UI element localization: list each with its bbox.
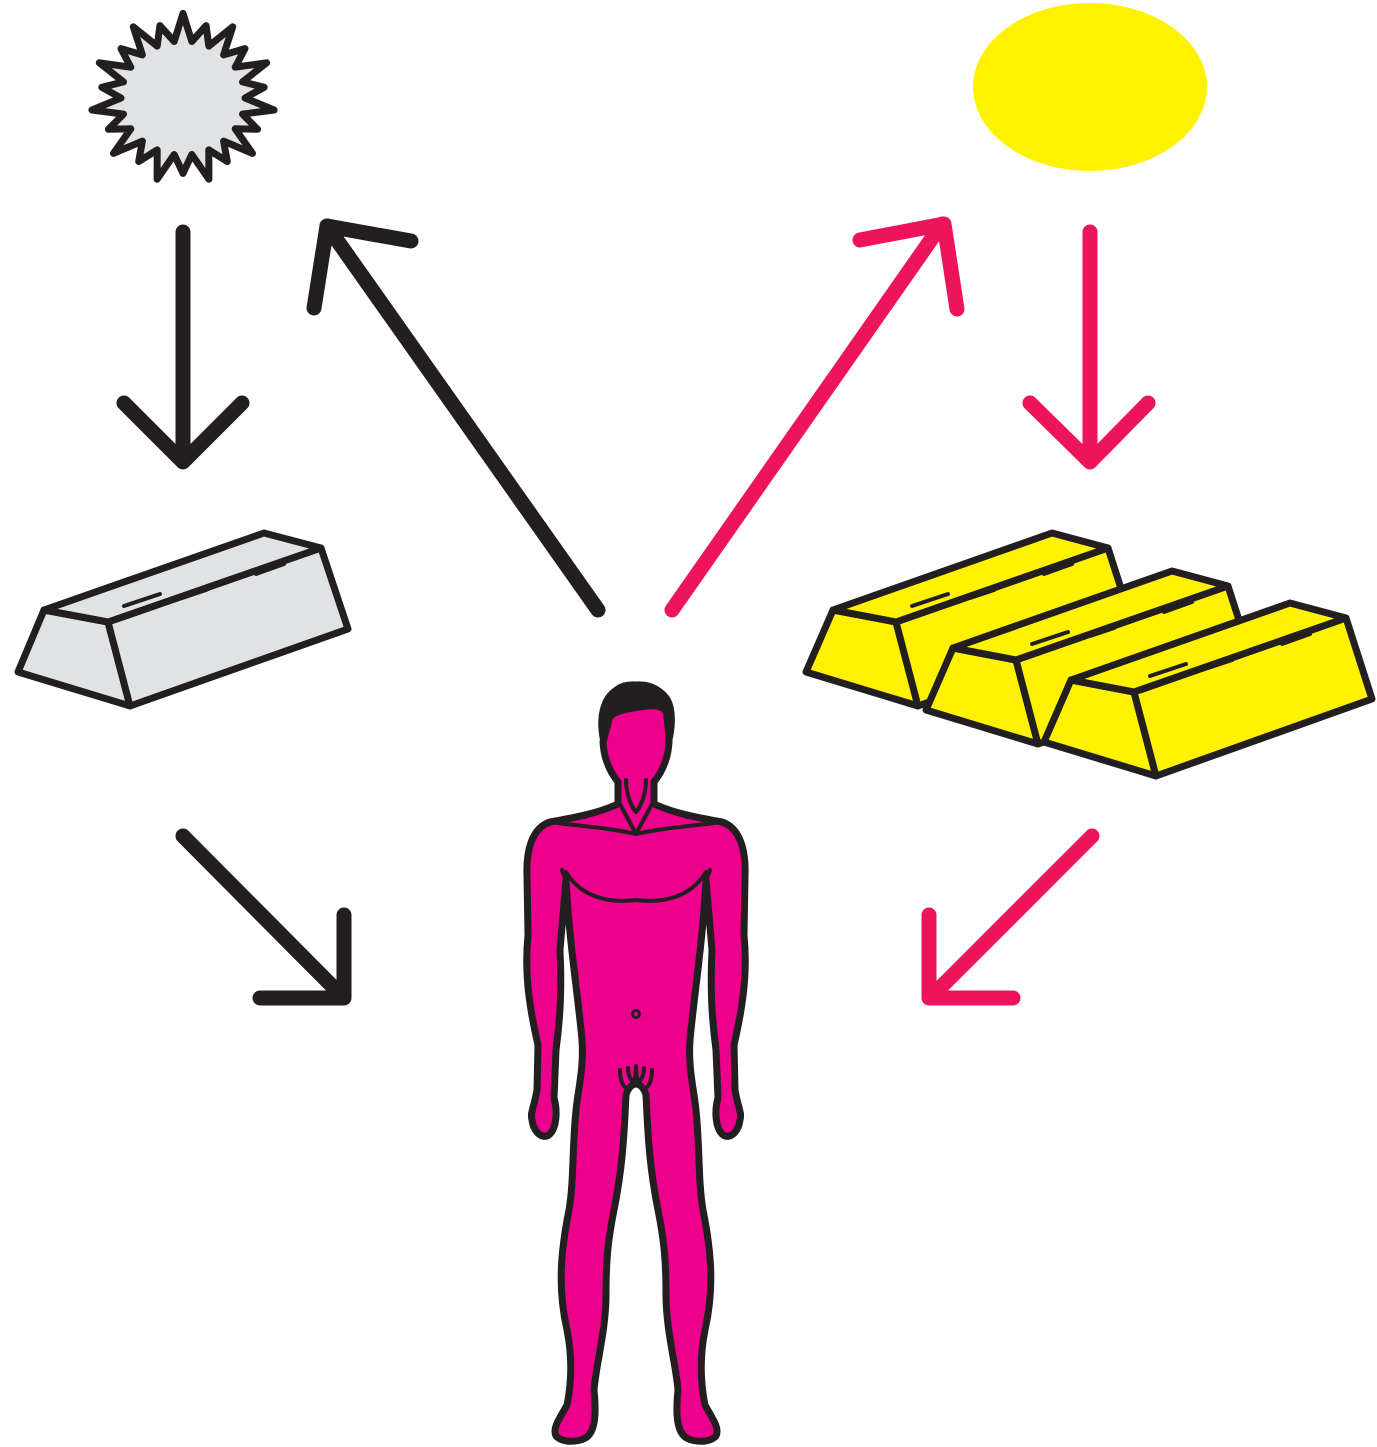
starburst-icon — [92, 13, 274, 179]
silver-ingot-icon — [18, 533, 348, 706]
human-figure-icon — [527, 685, 746, 1441]
arrow-human-to-ellipse — [672, 224, 957, 610]
gold-ingots-icon — [806, 533, 1372, 776]
arrow-human-to-star — [314, 226, 598, 610]
arrow-star-to-silver-bar — [124, 232, 242, 462]
arrow-ellipse-to-gold-bars — [1030, 232, 1148, 462]
ellipse-icon — [973, 3, 1207, 171]
arrow-gold-bars-to-human — [929, 836, 1092, 998]
arrow-silver-bar-to-human — [183, 836, 344, 998]
